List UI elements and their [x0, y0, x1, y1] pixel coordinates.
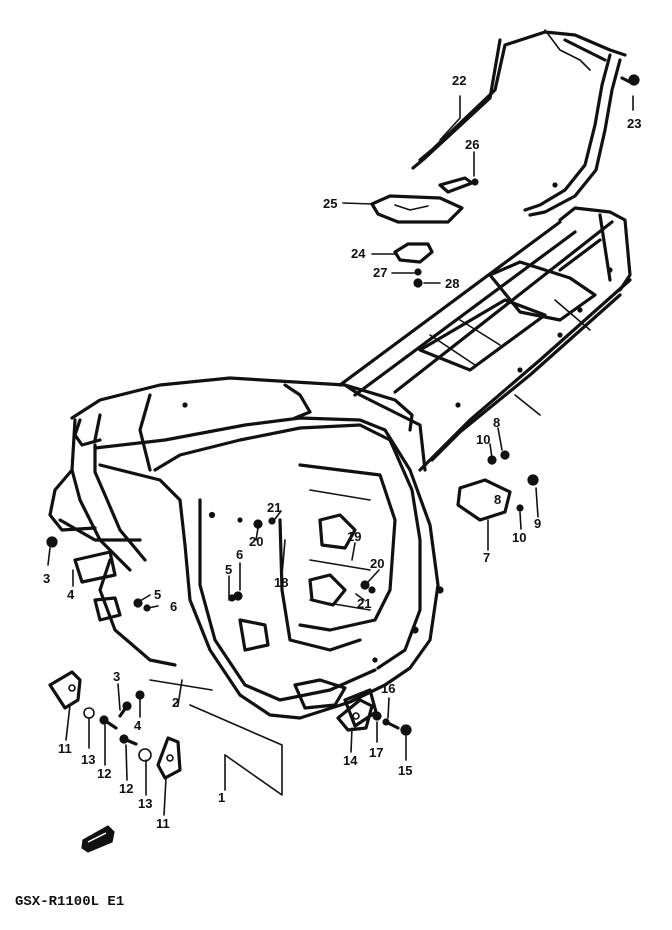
callout-17: 17	[369, 745, 383, 760]
fasteners	[46, 450, 539, 762]
callout-13b: 13	[138, 796, 152, 811]
main-frame-part	[48, 376, 512, 728]
callout-24: 24	[351, 246, 366, 261]
callout-26: 26	[465, 137, 479, 152]
callout-3b: 3	[113, 669, 120, 684]
callout-13a: 13	[81, 752, 95, 767]
callout-10a: 10	[476, 432, 490, 447]
clamp-24-part	[393, 242, 434, 288]
callout-4b: 4	[134, 718, 142, 733]
callout-14: 14	[343, 753, 358, 768]
bracket-26-part	[438, 176, 479, 194]
callout-18: 18	[274, 575, 288, 590]
frame-holes	[182, 182, 613, 663]
bracket-14-part	[336, 698, 374, 732]
callout-5a: 5	[225, 562, 232, 577]
callout-labels: 22 23 26 25 24 27 28 21 20 6 5 18 19 20 …	[43, 73, 641, 831]
callout-8b: 8	[494, 492, 501, 507]
logo-stamp-icon	[81, 825, 115, 853]
callout-28: 28	[445, 276, 459, 291]
callout-15: 15	[398, 763, 412, 778]
bracket-11-left-part	[48, 670, 82, 710]
callout-21b: 21	[357, 596, 371, 611]
callout-11a: 11	[58, 741, 72, 756]
callout-5b: 5	[154, 587, 161, 602]
callout-20a: 20	[249, 534, 263, 549]
callout-12a: 12	[97, 766, 111, 781]
callout-10b: 10	[512, 530, 526, 545]
callout-21a: 21	[267, 500, 281, 515]
callout-9: 9	[534, 516, 541, 531]
callout-12b: 12	[119, 781, 133, 796]
callout-4a: 4	[67, 587, 75, 602]
callout-6b: 6	[170, 599, 177, 614]
rear-subframe-part	[338, 206, 632, 472]
pad-25-part	[370, 194, 464, 224]
callout-3a: 3	[43, 571, 50, 586]
bolt-23-part	[620, 74, 640, 86]
callout-1: 1	[218, 790, 225, 805]
callout-11b: 11	[156, 816, 170, 831]
callout-7: 7	[483, 550, 490, 565]
callout-8a: 8	[493, 415, 500, 430]
callout-22: 22	[452, 73, 466, 88]
callout-16: 16	[381, 681, 395, 696]
callout-27: 27	[373, 265, 387, 280]
callout-2: 2	[172, 695, 179, 710]
diagram-caption: GSX-R1100L E1	[15, 894, 124, 910]
callout-23: 23	[627, 116, 641, 131]
leader-lines	[47, 95, 634, 816]
bracket-11-right-part	[156, 736, 182, 780]
callout-25: 25	[323, 196, 337, 211]
callout-19: 19	[347, 529, 361, 544]
grab-bar-part	[411, 29, 627, 217]
callout-6a: 6	[236, 547, 243, 562]
callout-20b: 20	[370, 556, 384, 571]
